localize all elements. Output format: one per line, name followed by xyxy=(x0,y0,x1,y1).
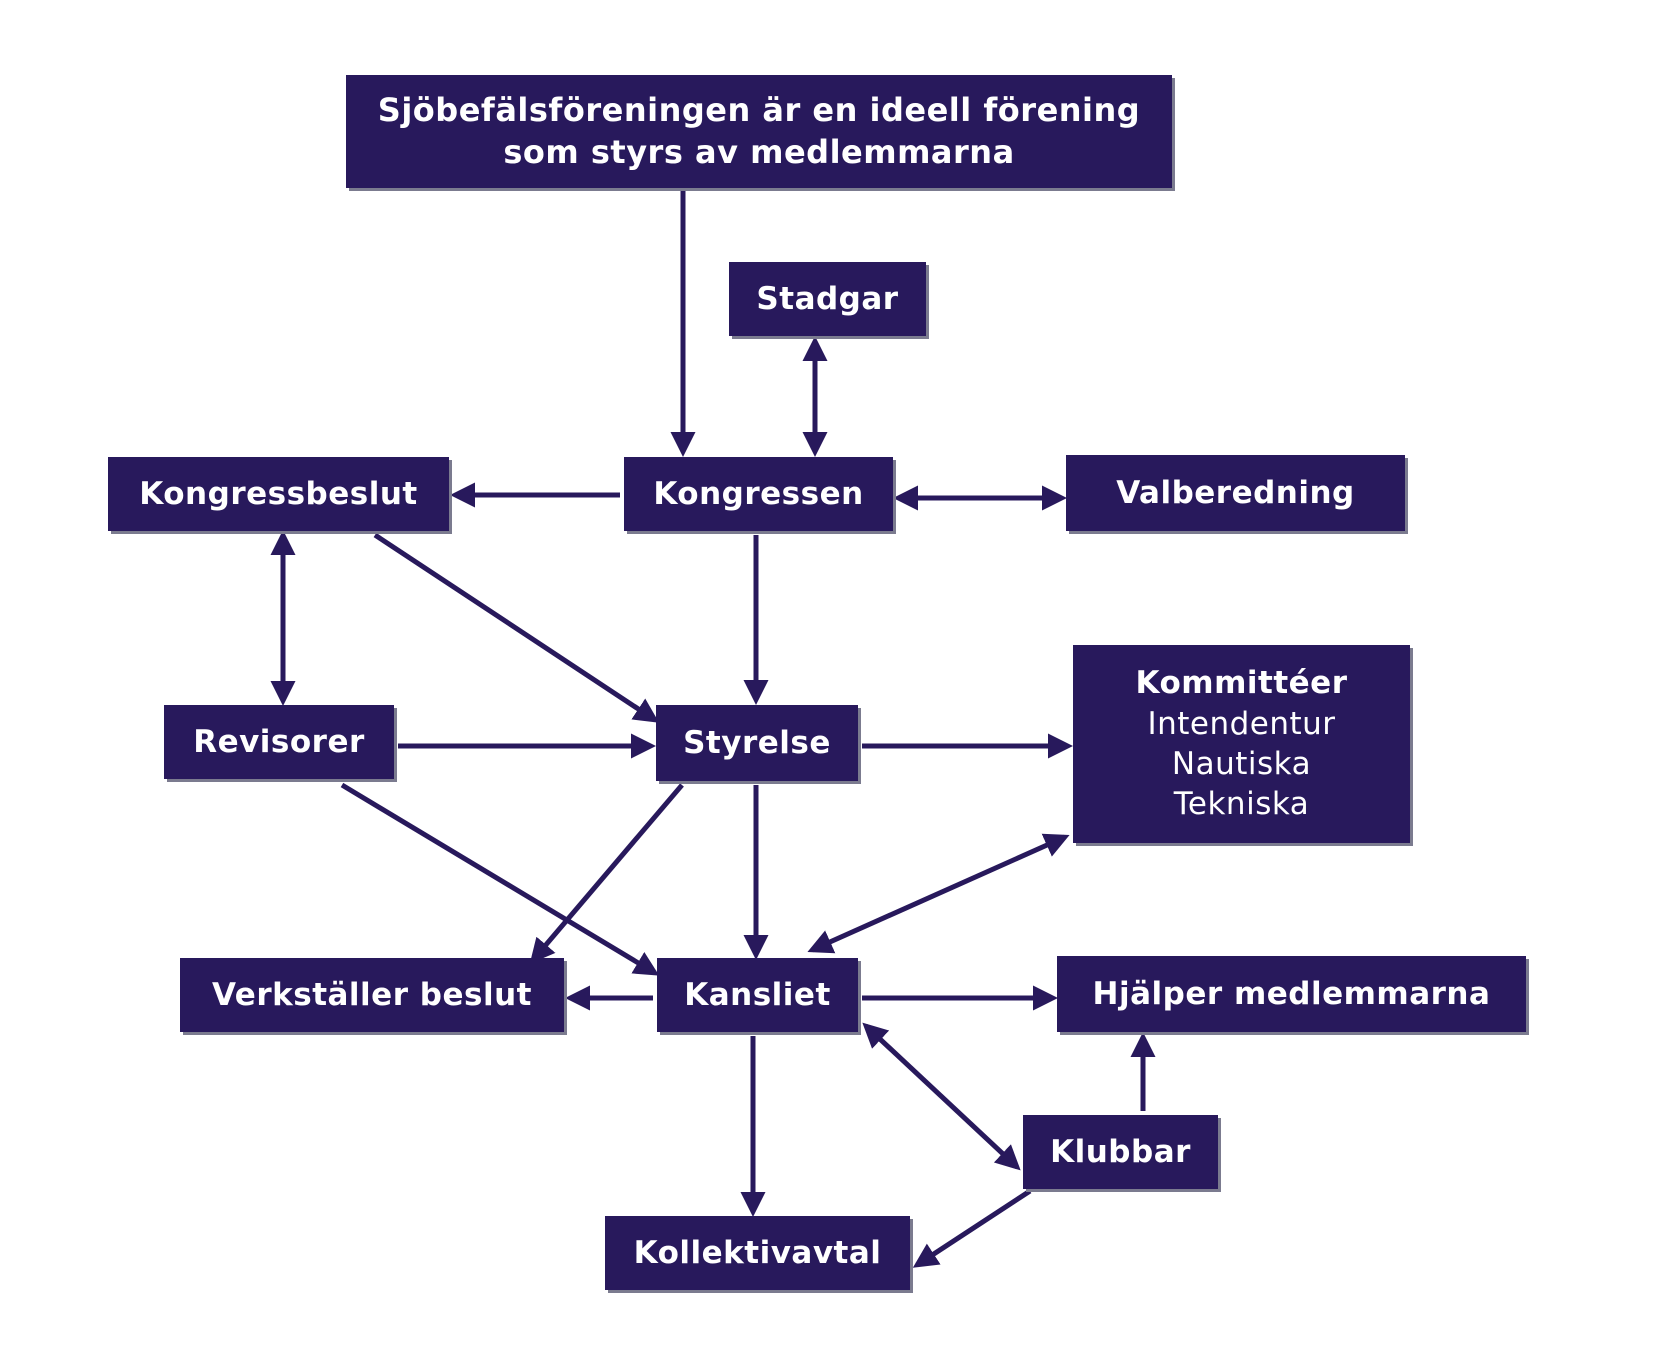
node-hjalper-label: Hjälper medlemmarna xyxy=(1092,976,1491,1012)
node-kommitteer-item-intendentur: Intendentur xyxy=(1147,705,1336,742)
edge-kongressbeslut-to-styrelse xyxy=(373,532,660,723)
node-klubbar-label: Klubbar xyxy=(1050,1134,1191,1170)
edge-styrelse-to-verkstaller xyxy=(529,783,684,964)
node-kansliet-label: Kansliet xyxy=(684,977,831,1013)
node-kommitteer-item-nautiska: Nautiska xyxy=(1171,746,1312,782)
node-kommitteer: Kommittéer Intendentur Nautiska Tekniska xyxy=(1073,645,1410,843)
node-kollektivavtal: Kollektivavtal xyxy=(605,1216,910,1290)
node-valberedning-label: Valberedning xyxy=(1116,475,1355,511)
node-root-line-1: Sjöbefälsföreningen är en ideell förenin… xyxy=(377,90,1141,129)
node-hjalper-medlemmarna: Hjälper medlemmarna xyxy=(1057,956,1526,1032)
node-kommitteer-title: Kommittéer xyxy=(1135,665,1348,702)
node-root-line-2: som styrs av medlemmarna xyxy=(503,132,1015,171)
node-revisorer-label: Revisorer xyxy=(193,724,365,760)
node-stadgar-label: Stadgar xyxy=(756,281,899,317)
node-kansliet: Kansliet xyxy=(657,958,858,1032)
node-kongressbeslut: Kongressbeslut xyxy=(108,457,449,531)
node-kollektivavtal-label: Kollektivavtal xyxy=(633,1235,882,1271)
node-valberedning: Valberedning xyxy=(1066,455,1405,531)
edge-revisorer-to-kansliet xyxy=(340,782,660,976)
edge-kansliet-to-klubbar xyxy=(862,1022,1021,1171)
edge-klubbar-to-kollektivavtal xyxy=(912,1188,1032,1268)
node-styrelse: Styrelse xyxy=(656,705,858,781)
node-stadgar: Stadgar xyxy=(729,262,926,336)
node-styrelse-label: Styrelse xyxy=(683,725,831,761)
node-kongressen: Kongressen xyxy=(624,457,893,531)
node-revisorer: Revisorer xyxy=(164,705,394,779)
node-root: Sjöbefälsföreningen är en ideell förenin… xyxy=(346,75,1172,188)
node-verkstaller-label: Verkställer beslut xyxy=(212,977,532,1013)
node-klubbar: Klubbar xyxy=(1023,1115,1218,1189)
node-verkstaller-beslut: Verkställer beslut xyxy=(180,958,564,1032)
edge-kommitteer-to-kansliet xyxy=(807,833,1070,954)
node-kongressen-label: Kongressen xyxy=(653,476,864,512)
node-kommitteer-item-tekniska: Tekniska xyxy=(1173,786,1310,823)
node-kongressbeslut-label: Kongressbeslut xyxy=(139,476,418,512)
